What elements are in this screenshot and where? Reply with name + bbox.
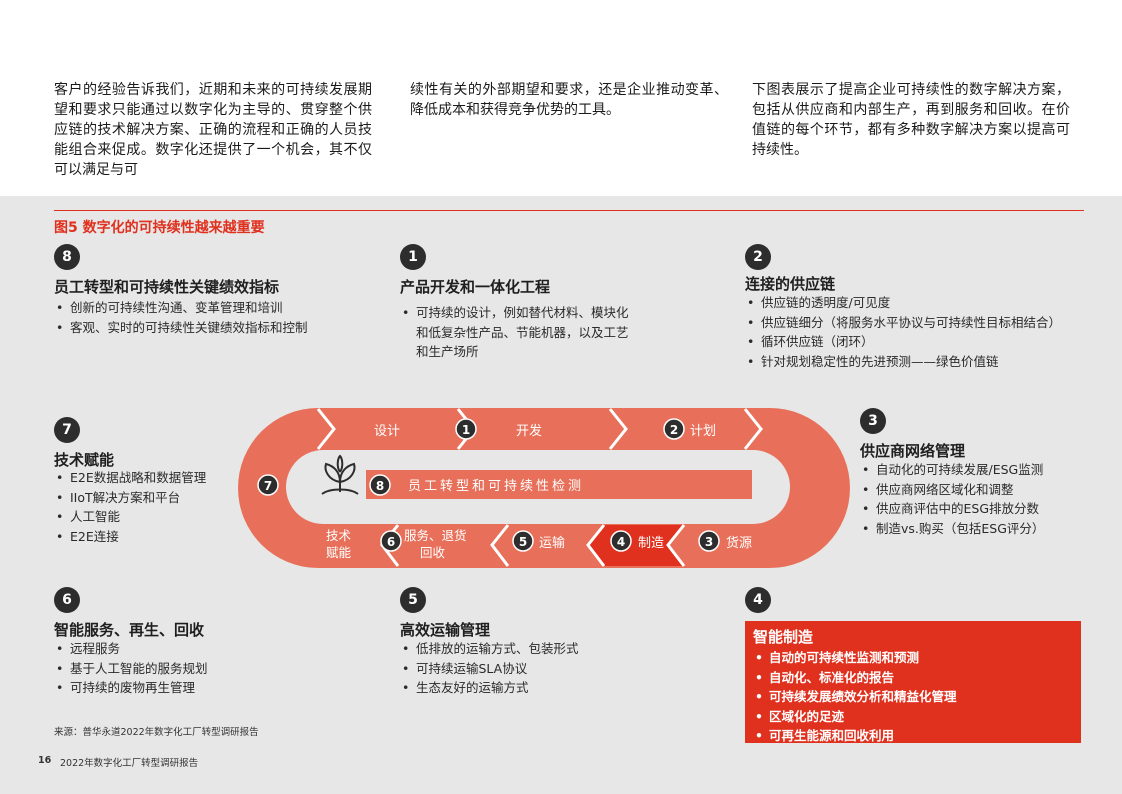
section-2-number-badge: 2 bbox=[745, 244, 771, 270]
section-4-number-badge: 4 bbox=[745, 587, 771, 613]
diagram-badge-7: 7 bbox=[264, 479, 272, 493]
diagram-badge-4: 4 bbox=[617, 535, 625, 549]
list-item: 循环供应链（闭环） bbox=[745, 332, 1115, 352]
list-item: IIoT解决方案和平台 bbox=[54, 488, 254, 508]
chevron-separator-8 bbox=[666, 524, 686, 567]
list-item: 人工智能 bbox=[54, 507, 254, 527]
section-1-title: 产品开发和一体化工程 bbox=[400, 278, 551, 296]
intro-paragraph-2: 续性有关的外部期望和要求，还是企业推动变革、降低成本和获得竞争优势的工具。 bbox=[410, 82, 728, 118]
plant-icon bbox=[321, 454, 359, 495]
diagram-badge-2: 2 bbox=[670, 423, 678, 437]
diagram-badge-5: 5 bbox=[519, 535, 527, 549]
list-item: 针对规划稳定性的先进预测——绿色价值链 bbox=[745, 352, 1115, 372]
chevron-separator-1 bbox=[316, 408, 336, 450]
section-2-title: 连接的供应链 bbox=[745, 275, 836, 293]
section-4-title: 智能制造 bbox=[753, 628, 814, 646]
list-item: 供应链的透明度/可见度 bbox=[745, 293, 1115, 313]
section-5-title: 高效运输管理 bbox=[400, 621, 491, 639]
diagram-badge-8: 8 bbox=[376, 479, 384, 493]
list-item: 客观、实时的可持续性关键绩效指标和控制 bbox=[54, 318, 384, 338]
diagram-badge-2-circle bbox=[663, 418, 685, 440]
list-item: 基于人工智能的服务规划 bbox=[54, 659, 354, 679]
diagram-badge-5-circle bbox=[512, 530, 534, 552]
figure-title: 图5 数字化的可持续性越来越重要 bbox=[54, 210, 1084, 237]
section-3-list: 自动化的可持续发展/ESG监测供应商网络区域化和调整供应商评估中的ESG排放分数… bbox=[860, 460, 1100, 538]
list-item: 供应商网络区域化和调整 bbox=[860, 480, 1100, 500]
section-7-title: 技术赋能 bbox=[54, 451, 115, 469]
diagram-label-service-line2: 回收 bbox=[420, 545, 446, 560]
section-6-title: 智能服务、再生、回收 bbox=[54, 621, 205, 639]
diagram-badge-1: 1 bbox=[462, 423, 470, 437]
diagram-label-develop: 开发 bbox=[516, 423, 542, 439]
list-item: 供应链细分（将服务水平协议与可持续性目标相结合） bbox=[745, 313, 1115, 333]
diagram-label-service-line1: 服务、退货 bbox=[404, 528, 467, 543]
list-item: E2E连接 bbox=[54, 527, 254, 547]
diagram-label-tech-line1: 技术 bbox=[326, 528, 352, 543]
workforce-bar bbox=[366, 470, 752, 499]
intro-paragraph-1: 客户的经验告诉我们，近期和未来的可持续发展期望和要求只能通过以数字化为主导的、贯… bbox=[54, 82, 372, 178]
list-item: 自动的可持续性监测和预测 bbox=[753, 648, 1073, 668]
list-item: 可持续运输SLA协议 bbox=[400, 659, 700, 679]
section-7-list: E2E数据战略和数据管理IIoT解决方案和平台人工智能E2E连接 bbox=[54, 468, 254, 546]
section-1-number-badge: 1 bbox=[400, 244, 426, 270]
list-item: 可持续的设计，例如替代材料、模块化 和低复杂性产品、节能机器，以及工艺 和生产场… bbox=[400, 303, 700, 362]
list-item: 可再生能源和回收利用 bbox=[753, 726, 1073, 746]
section-8-list: 创新的可持续性沟通、变革管理和培训客观、实时的可持续性关键绩效指标和控制 bbox=[54, 298, 384, 337]
list-item: 制造vs.购买（包括ESG评分） bbox=[860, 519, 1100, 539]
section-6-number-badge: 6 bbox=[54, 587, 80, 613]
chevron-separator-3 bbox=[608, 408, 628, 450]
diagram-badge-8-circle bbox=[369, 474, 391, 496]
section-2-list: 供应链的透明度/可见度供应链细分（将服务水平协议与可持续性目标相结合）循环供应链… bbox=[745, 293, 1115, 371]
list-item: E2E数据战略和数据管理 bbox=[54, 468, 254, 488]
section-3-title: 供应商网络管理 bbox=[860, 442, 966, 460]
list-item: 可持续的废物再生管理 bbox=[54, 678, 354, 698]
diagram-label-manufacture: 制造 bbox=[638, 536, 664, 551]
report-title-footer: 2022年数字化工厂转型调研报告 bbox=[60, 758, 199, 769]
section-1-list: 可持续的设计，例如替代材料、模块化 和低复杂性产品、节能机器，以及工艺 和生产场… bbox=[400, 303, 700, 362]
diagram-badge-3-circle bbox=[698, 530, 720, 552]
page-number: 16 bbox=[38, 755, 52, 766]
section-4-box: 智能制造 自动的可持续性监测和预测自动化、标准化的报告可持续发展绩效分析和精益化… bbox=[745, 621, 1081, 746]
section-4-list: 自动的可持续性监测和预测自动化、标准化的报告可持续发展绩效分析和精益化管理区域化… bbox=[753, 648, 1073, 746]
section-6-list: 远程服务基于人工智能的服务规划可持续的废物再生管理 bbox=[54, 639, 354, 698]
list-item: 区域化的足迹 bbox=[753, 707, 1073, 727]
diagram-label-transport: 运输 bbox=[539, 535, 565, 551]
diagram-badge-1-circle bbox=[455, 418, 477, 440]
chevron-separator-4 bbox=[743, 408, 763, 450]
section-3-number-badge: 3 bbox=[860, 408, 886, 434]
intro-paragraph-3: 下图表展示了提高企业可持续性的数字解决方案，包括从供应商和内部生产，再到服务和回… bbox=[752, 82, 1070, 158]
diagram-badge-6-circle bbox=[380, 530, 402, 552]
list-item: 生态友好的运输方式 bbox=[400, 678, 700, 698]
chevron-separator-7 bbox=[586, 524, 606, 567]
section-7-number-badge: 7 bbox=[54, 417, 80, 443]
diagram-badge-6: 6 bbox=[387, 535, 395, 549]
list-item: 远程服务 bbox=[54, 639, 354, 659]
diagram-badge-4-circle bbox=[610, 530, 632, 552]
list-item: 自动化的可持续发展/ESG监测 bbox=[860, 460, 1100, 480]
diagram-label-workforce: 员工转型和可持续性检测 bbox=[408, 479, 584, 494]
list-item: 低排放的运输方式、包装形式 bbox=[400, 639, 700, 659]
diagram-badge-3: 3 bbox=[705, 535, 713, 549]
section-5-list: 低排放的运输方式、包装形式可持续运输SLA协议生态友好的运输方式 bbox=[400, 639, 700, 698]
section-5-number-badge: 5 bbox=[400, 587, 426, 613]
section-8-number-badge: 8 bbox=[54, 244, 80, 270]
list-item: 可持续发展绩效分析和精益化管理 bbox=[753, 687, 1073, 707]
source-note: 来源：普华永道2022年数字化工厂转型调研报告 bbox=[54, 727, 259, 738]
list-item: 供应商评估中的ESG排放分数 bbox=[860, 499, 1100, 519]
list-item: 自动化、标准化的报告 bbox=[753, 668, 1073, 688]
diagram-label-tech-line2: 赋能 bbox=[326, 545, 352, 560]
chevron-separator-6 bbox=[490, 524, 510, 567]
diagram-badge-7-circle bbox=[257, 474, 279, 496]
diagram-label-plan: 计划 bbox=[690, 424, 716, 439]
diagram-label-design: 设计 bbox=[374, 424, 400, 439]
list-item: 创新的可持续性沟通、变革管理和培训 bbox=[54, 298, 384, 318]
diagram-label-sourcing: 货源 bbox=[726, 535, 752, 551]
section-8-title: 员工转型和可持续性关键绩效指标 bbox=[54, 278, 280, 296]
